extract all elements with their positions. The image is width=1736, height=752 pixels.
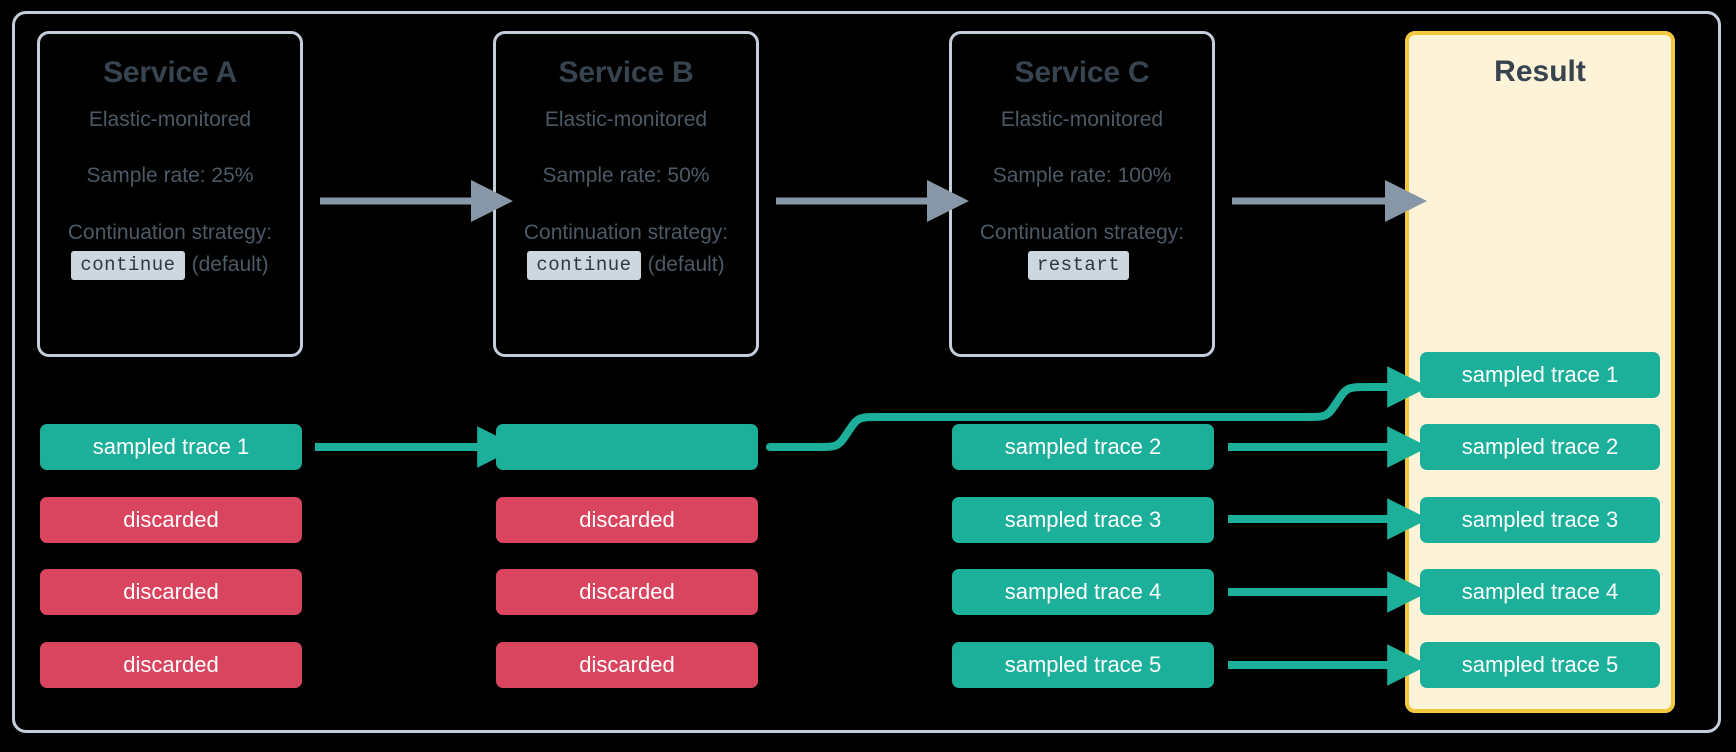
result-trace-pill: sampled trace 3: [1420, 497, 1660, 543]
trace-pill: [496, 424, 758, 470]
diagram-outer-frame: [12, 11, 1721, 733]
service-sample-rate: Sample rate: 100%: [992, 164, 1172, 187]
result-trace-pill: sampled trace 2: [1420, 424, 1660, 470]
service-box-service-c: Service C Elastic-monitored Sample rate:…: [949, 31, 1215, 357]
trace-pill: discarded: [496, 497, 758, 543]
service-strategy-note: (default): [647, 253, 725, 277]
service-strategy-row: restart: [1027, 250, 1136, 280]
service-title: Service A: [103, 56, 237, 89]
service-strategy-value: continue: [71, 250, 185, 280]
service-strategy-label: Continuation strategy:: [67, 221, 273, 244]
service-box-service-a: Service A Elastic-monitored Sample rate:…: [37, 31, 303, 357]
service-strategy-label: Continuation strategy:: [523, 221, 729, 244]
trace-pill: sampled trace 2: [952, 424, 1214, 470]
trace-pill: discarded: [496, 569, 758, 615]
result-title: Result: [1494, 55, 1586, 88]
trace-pill: discarded: [496, 642, 758, 688]
service-strategy-label: Continuation strategy:: [979, 221, 1185, 244]
service-subtitle: Elastic-monitored: [544, 108, 708, 131]
service-strategy-row: continue (default): [527, 250, 725, 280]
result-trace-pill: sampled trace 1: [1420, 352, 1660, 398]
service-sample-rate: Sample rate: 25%: [86, 164, 254, 187]
trace-pill: discarded: [40, 497, 302, 543]
service-subtitle: Elastic-monitored: [88, 108, 252, 131]
trace-pill: discarded: [40, 642, 302, 688]
trace-pill: sampled trace 5: [952, 642, 1214, 688]
service-box-service-b: Service B Elastic-monitored Sample rate:…: [493, 31, 759, 357]
trace-pill: sampled trace 3: [952, 497, 1214, 543]
service-title: Service B: [558, 56, 694, 89]
service-sample-rate: Sample rate: 50%: [542, 164, 710, 187]
service-subtitle: Elastic-monitored: [1000, 108, 1164, 131]
trace-pill: discarded: [40, 569, 302, 615]
service-strategy-value: continue: [527, 250, 641, 280]
trace-pill: sampled trace 4: [952, 569, 1214, 615]
result-trace-pill: sampled trace 4: [1420, 569, 1660, 615]
trace-pill: sampled trace 1: [40, 424, 302, 470]
service-strategy-value: restart: [1027, 250, 1130, 280]
service-strategy-row: continue (default): [71, 250, 269, 280]
result-trace-pill: sampled trace 5: [1420, 642, 1660, 688]
service-title: Service C: [1014, 56, 1150, 89]
service-strategy-note: (default): [191, 253, 269, 277]
